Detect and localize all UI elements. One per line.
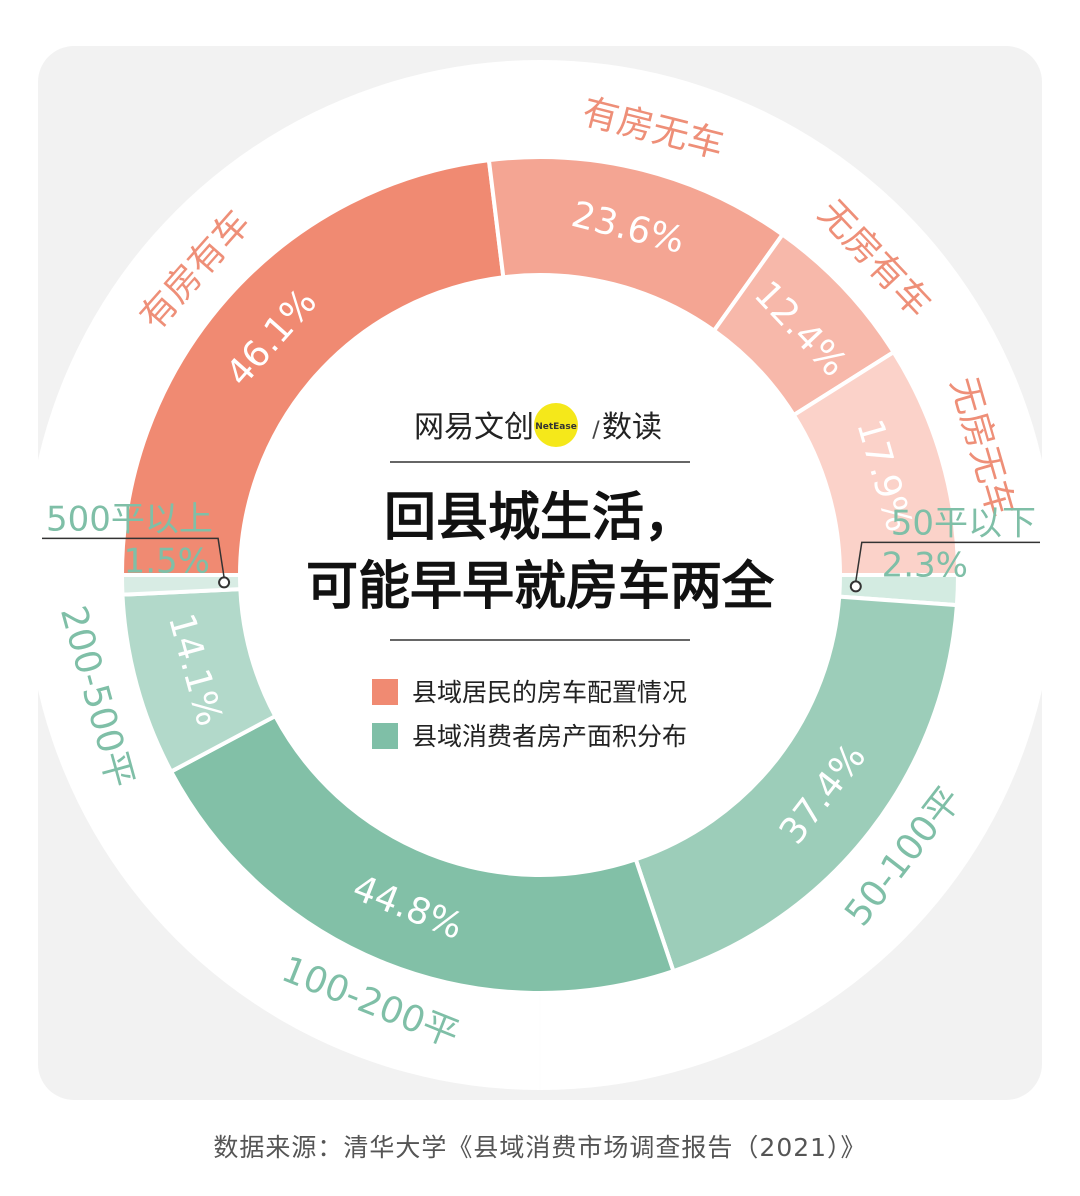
house-area-value-label-4: 1.5% (124, 541, 210, 581)
house-area-leader-line-4 (42, 537, 225, 578)
brand-name: 网易文创 (414, 410, 534, 445)
house-area-category-label-0: 50平以下 (891, 503, 1036, 543)
brand-section: 数读 (602, 410, 662, 445)
legend-swatch-housing-car (372, 679, 398, 705)
netease-badge (534, 403, 578, 447)
legend: 县域居民的房车配置情况 县域消费者房产面积分布 (372, 678, 687, 751)
brand-logo: 网易文创 NetEase / 数读 (414, 403, 662, 447)
house-area-slice-2 (168, 713, 676, 995)
legend-label-housing-car: 县域居民的房车配置情况 (412, 678, 687, 707)
legend-swatch-house-area (372, 723, 398, 749)
house-area-leader-dot-4 (218, 576, 231, 589)
house-area-slice-4 (119, 573, 243, 597)
house-area-value-label-0: 2.3% (882, 545, 968, 585)
house-area-leader-dot-0 (849, 580, 862, 593)
title-line-1: 回县城生活， (384, 488, 696, 548)
slash-separator: / (592, 418, 600, 443)
title-line-2: 可能早早就房车两全 (306, 557, 775, 617)
netease-badge-text: NetEase (535, 422, 577, 432)
housing-car-slice-0 (119, 157, 506, 577)
house-area-category-label-4: 500平以上 (46, 499, 213, 539)
house-area-leader-line-0 (855, 541, 1040, 582)
data-source-note: 数据来源：清华大学《县域消费市场调查报告（2021）》 (213, 1133, 867, 1162)
legend-label-house-area: 县域消费者房产面积分布 (412, 722, 687, 751)
